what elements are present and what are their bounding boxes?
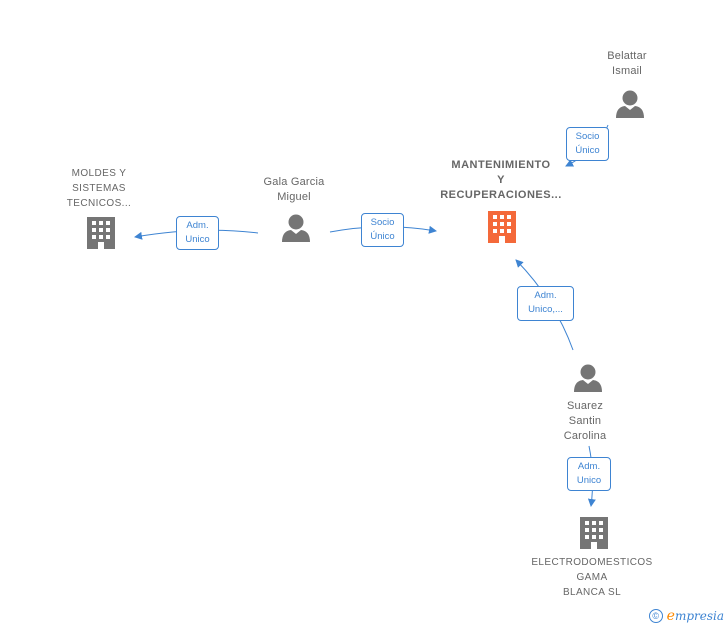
person-icon[interactable] [282,214,310,243]
edge-label-belattar-main[interactable]: Socio Único [566,127,609,161]
brand-logo[interactable]: empresia [666,608,724,624]
suarez-person-label[interactable]: Suarez Santin Carolina [563,400,607,442]
gala-person-label[interactable]: Gala Garcia Miguel [263,176,325,203]
building-icon[interactable] [580,517,608,549]
moldes-company-label[interactable]: MOLDES Y SISTEMAS TECNICOS... [66,168,132,209]
person-icon[interactable] [574,364,602,393]
edge-label-suarez-main[interactable]: Adm. Unico,... [517,286,574,321]
belattar-person-label[interactable]: Belattar Ismail [607,50,647,77]
edge-label-gala-moldes[interactable]: Adm. Unico [176,216,219,250]
footer-brand: © empresia [648,608,724,624]
copyright-icon: © [648,609,663,623]
edge-label-gala-main[interactable]: Socio Único [361,213,404,247]
building-icon[interactable] [488,211,516,243]
building-icon[interactable] [87,217,115,249]
electrodomesticos-company-label[interactable]: ELECTRODOMESTICOS GAMA BLANCA SL [531,557,653,598]
main-company-label[interactable]: MANTENIMIENTO Y RECUPERACIONES... [440,159,562,201]
edge-label-suarez-electro[interactable]: Adm. Unico [567,457,611,491]
person-icon[interactable] [616,90,644,119]
